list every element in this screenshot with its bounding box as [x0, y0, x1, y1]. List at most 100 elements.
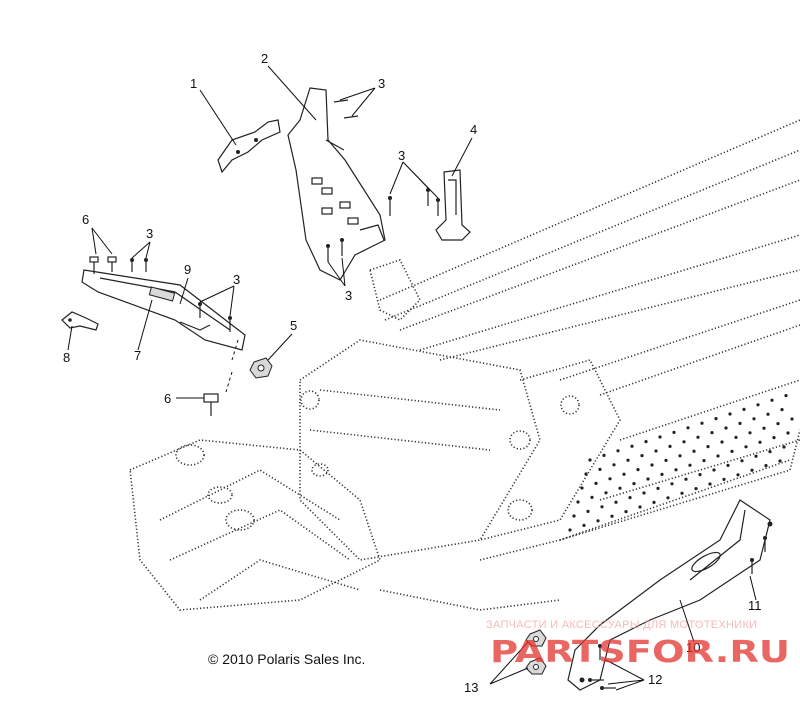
- copyright-text: © 2010 Polaris Sales Inc.: [208, 651, 365, 667]
- perforation-dot: [756, 403, 760, 407]
- perforation-dot: [722, 477, 726, 481]
- perforation-dot: [708, 482, 712, 486]
- callout-labels: 1 2 3 3 3 3 3 4 5 6 6 7 8 9 10 11 12 13: [63, 51, 762, 695]
- perforation-dot: [586, 509, 590, 513]
- perforation-dot: [636, 468, 640, 472]
- perforation-dot: [730, 449, 734, 453]
- perforation-dot: [734, 435, 738, 439]
- perforation-dot: [584, 472, 588, 476]
- perforation-dot: [724, 426, 728, 430]
- part-2-mounting-plate: [287, 87, 386, 281]
- watermark: ЗАПЧАСТИ И АКСЕССУАРЫ ДЛЯ МОТОТЕХНИКИ PA…: [486, 619, 790, 670]
- perforation-dot: [664, 458, 668, 462]
- perforation-dot: [696, 435, 700, 439]
- perforation-dot: [776, 422, 780, 426]
- callout-5: 5: [290, 318, 297, 333]
- perforation-dot: [686, 426, 690, 430]
- perforation-dot: [790, 417, 794, 421]
- perforation-dot: [630, 444, 634, 448]
- perforation-dot: [784, 394, 788, 398]
- perforation-dot: [602, 453, 606, 457]
- perforation-dot: [632, 482, 636, 486]
- perforation-dot: [694, 487, 698, 491]
- perforation-dot: [588, 458, 592, 462]
- perforation-dot: [764, 464, 768, 468]
- chassis-frame: [129, 119, 800, 611]
- perforation-dot: [644, 440, 648, 444]
- perforation-dot: [672, 430, 676, 434]
- perforation-dot: [700, 421, 704, 425]
- perforation-dot: [596, 519, 600, 523]
- perforation-dot: [716, 454, 720, 458]
- perforation-dot: [590, 495, 594, 499]
- perforation-dot: [684, 477, 688, 481]
- part-7-rail-guide: [81, 269, 246, 351]
- perforation-dot: [658, 435, 662, 439]
- callout-2: 2: [261, 51, 268, 66]
- perforation-dot: [738, 421, 742, 425]
- perforation-dot: [712, 468, 716, 472]
- perforation-dot: [702, 459, 706, 463]
- perforation-dot: [772, 436, 776, 440]
- perforation-dot: [580, 486, 584, 490]
- perforation-dot: [688, 463, 692, 467]
- perforation-dot: [626, 458, 630, 462]
- callout-6: 6: [164, 391, 171, 406]
- perforation-dot: [728, 412, 732, 416]
- callout-8: 8: [63, 350, 70, 365]
- perforation-dot: [598, 467, 602, 471]
- perforation-dot: [600, 505, 604, 509]
- perforation-dot: [740, 459, 744, 463]
- perforation-dot: [610, 514, 614, 518]
- callout-6: 6: [82, 212, 89, 227]
- watermark-brand: PARTSFOR.RU: [490, 635, 790, 670]
- perforation-dot: [678, 454, 682, 458]
- callout-3: 3: [233, 272, 240, 287]
- perforation-dot: [682, 440, 686, 444]
- perforation-dot: [698, 473, 702, 477]
- perforation-dot: [656, 486, 660, 490]
- perforation-dot: [638, 505, 642, 509]
- perforation-dot: [786, 431, 790, 435]
- part-4-bracket: [435, 169, 471, 241]
- perforation-dot: [668, 444, 672, 448]
- perforation-dot: [720, 440, 724, 444]
- perforation-dot: [778, 459, 782, 463]
- perforation-dot: [608, 477, 612, 481]
- perforation-dot: [770, 398, 774, 402]
- perforation-dot: [752, 417, 756, 421]
- perforation-dot: [714, 417, 718, 421]
- part-10-side-bracket: [567, 499, 773, 691]
- callout-13: 13: [464, 680, 478, 695]
- perforation-dot: [612, 463, 616, 467]
- callout-11: 11: [748, 598, 762, 613]
- perforation-dot: [594, 481, 598, 485]
- perforation-dot: [692, 449, 696, 453]
- perforation-dot: [568, 528, 572, 532]
- perforation-dot: [642, 491, 646, 495]
- perforation-dot: [624, 510, 628, 514]
- perforation-dot: [616, 449, 620, 453]
- perforation-dot: [670, 482, 674, 486]
- perforation-dot: [654, 449, 658, 453]
- watermark-tagline: ЗАПЧАСТИ И АКСЕССУАРЫ ДЛЯ МОТОТЕХНИКИ: [486, 619, 757, 631]
- perforation-dot: [646, 477, 650, 481]
- perforation-dot: [650, 463, 654, 467]
- perforation-dot: [762, 426, 766, 430]
- perforation-dot: [748, 431, 752, 435]
- perforation-dot: [666, 496, 670, 500]
- perforation-dot: [750, 468, 754, 472]
- perforation-dot: [780, 408, 784, 412]
- perforation-dot: [768, 450, 772, 454]
- callout-12: 12: [648, 672, 662, 687]
- callout-9: 9: [184, 262, 191, 277]
- perforation-dot: [604, 491, 608, 495]
- callout-3: 3: [398, 148, 405, 163]
- perforation-pattern: [568, 394, 794, 532]
- perforation-dot: [706, 445, 710, 449]
- perforation-dot: [622, 472, 626, 476]
- perforation-dot: [628, 496, 632, 500]
- perforation-dot: [582, 523, 586, 528]
- perforation-dot: [782, 445, 786, 449]
